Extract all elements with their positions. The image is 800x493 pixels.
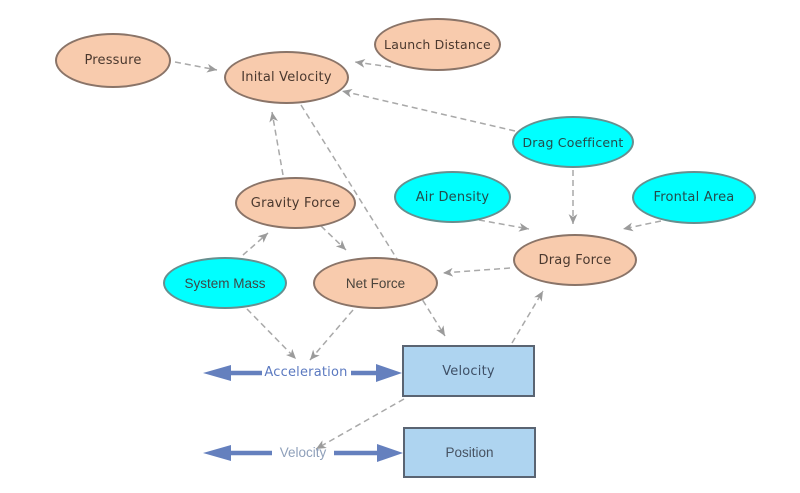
connector-inital-velocity-to-velocity-stock[interactable]	[300, 104, 446, 337]
connector-velocity-stock-to-drag-force[interactable]	[511, 290, 544, 344]
node-frontal-area-label: Frontal Area	[653, 190, 735, 205]
node-air-density[interactable]: Air Density	[394, 171, 511, 223]
connector-frontal-area-to-drag-force[interactable]	[622, 220, 662, 232]
node-system-mass[interactable]: System Mass	[163, 257, 287, 309]
node-net-force-label: Net Force	[345, 275, 406, 291]
node-launch-distance[interactable]: Launch Distance	[374, 18, 501, 71]
node-system-mass-label: System Mass	[184, 275, 266, 291]
flow-acceleration-label[interactable]: Acceleration	[264, 365, 348, 380]
stock-velocity[interactable]: Velocity	[402, 345, 535, 397]
acceleration-flow[interactable]	[203, 364, 402, 382]
node-inital-velocity[interactable]: Inital Velocity	[224, 51, 349, 104]
node-drag-force[interactable]: Drag Force	[513, 234, 637, 286]
acceleration-flow-right-arrow-icon	[376, 364, 402, 382]
connector-gravity-force-to-net-force[interactable]	[320, 225, 347, 251]
connector-gravity-force-to-inital-velocity[interactable]	[269, 111, 284, 176]
stock-position[interactable]: Position	[403, 427, 536, 478]
connector-system-mass-to-gravity-force[interactable]	[242, 232, 269, 256]
node-pressure[interactable]: Pressure	[55, 33, 171, 88]
connector-velocity-stock-to-velocity-flow[interactable]	[315, 398, 405, 450]
node-air-density-label: Air Density	[415, 189, 490, 205]
connector-net-force-to-acceleration[interactable]	[309, 309, 354, 361]
velocity-flow-right-arrow-icon	[377, 444, 403, 462]
node-inital-velocity-label: Inital Velocity	[241, 70, 332, 85]
node-drag-force-label: Drag Force	[538, 252, 612, 268]
node-gravity-force-label: Gravity Force	[250, 195, 341, 211]
node-launch-distance-label: Launch Distance	[384, 37, 491, 52]
connector-drag-coefficent-to-inital-velocity[interactable]	[341, 88, 516, 132]
connector-pressure-to-inital-velocity[interactable]	[174, 61, 218, 73]
velocity-flow[interactable]	[203, 444, 403, 462]
connector-launch-distance-to-inital-velocity[interactable]	[354, 59, 392, 68]
node-gravity-force[interactable]: Gravity Force	[235, 177, 356, 229]
connector-system-mass-to-acceleration[interactable]	[246, 308, 297, 360]
node-net-force[interactable]: Net Force	[313, 257, 438, 309]
node-drag-coefficent[interactable]: Drag Coefficent	[512, 116, 634, 168]
flow-velocity-label[interactable]: Velocity	[279, 445, 327, 460]
stock-position-label: Position	[445, 445, 494, 460]
node-pressure-label: Pressure	[84, 53, 142, 68]
connector-air-density-to-drag-force[interactable]	[478, 219, 530, 232]
stock-velocity-label: Velocity	[442, 363, 495, 379]
node-frontal-area[interactable]: Frontal Area	[632, 171, 756, 224]
connector-drag-force-to-net-force[interactable]	[442, 267, 511, 277]
node-drag-coefficent-label: Drag Coefficent	[522, 134, 624, 150]
